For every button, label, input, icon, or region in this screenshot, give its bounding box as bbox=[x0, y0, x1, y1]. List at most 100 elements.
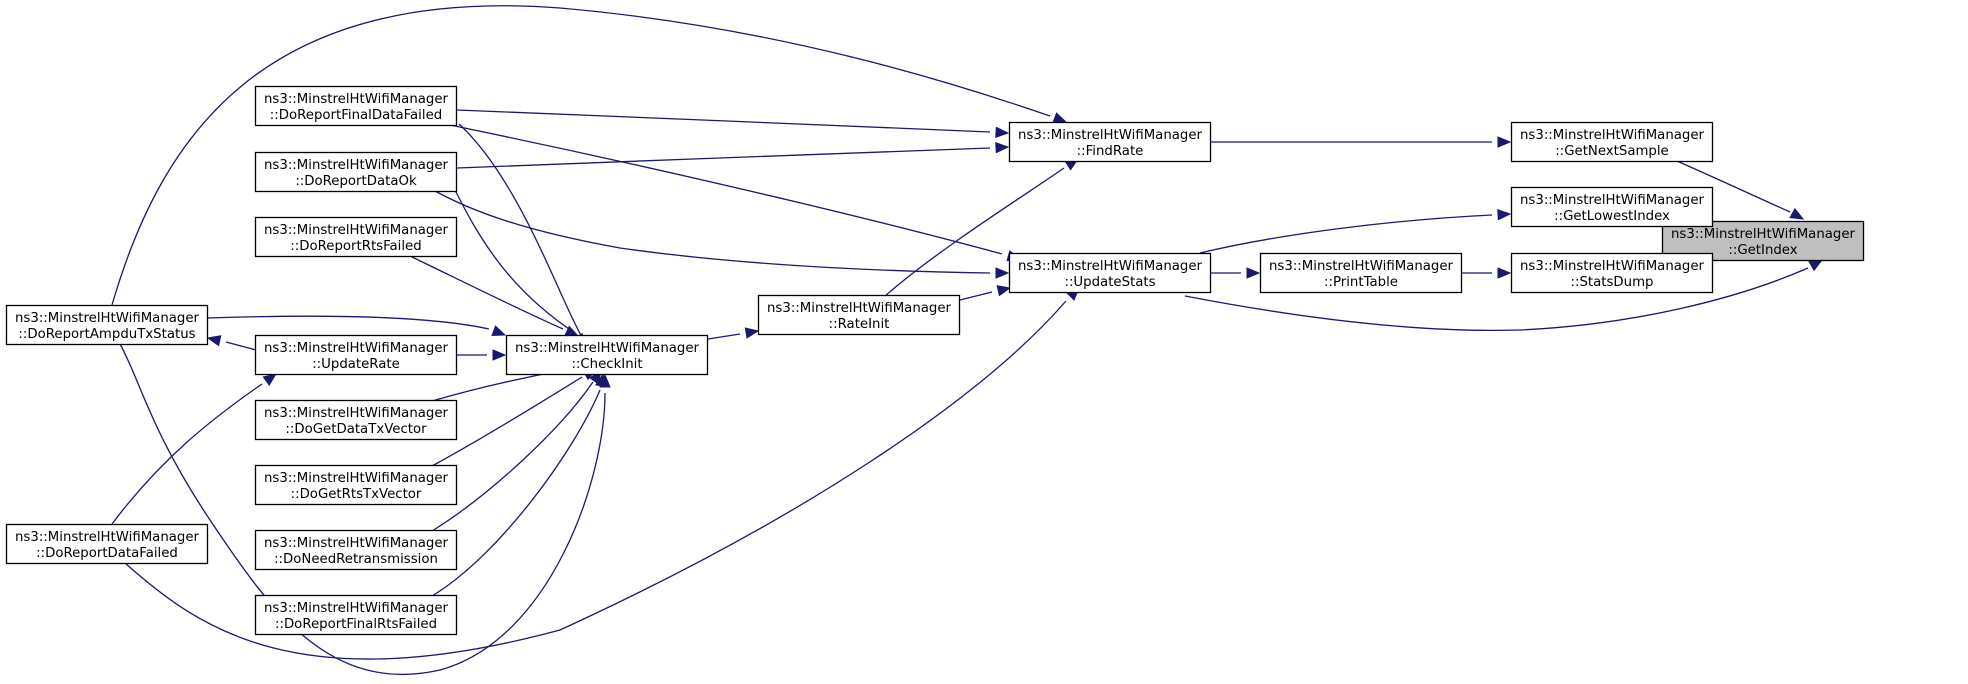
edge-line bbox=[207, 315, 490, 330]
node-namespace-label: ns3::MinstrelHtWifiManager bbox=[767, 301, 952, 316]
edge-line bbox=[409, 255, 564, 330]
node-box bbox=[254, 594, 458, 636]
node-namespace-label: ns3::MinstrelHtWifiManager bbox=[1520, 193, 1705, 208]
node-getnextsample[interactable]: ns3::MinstrelHtWifiManager::GetNextSampl… bbox=[1510, 121, 1714, 163]
node-namespace-label: ns3::MinstrelHtWifiManager bbox=[264, 341, 449, 356]
node-dogetrtstxvector[interactable]: ns3::MinstrelHtWifiManager::DoGetRtsTxVe… bbox=[254, 464, 458, 506]
node-box bbox=[254, 464, 458, 506]
node-namespace-label: ns3::MinstrelHtWifiManager bbox=[1018, 259, 1203, 274]
edge-arrowhead bbox=[262, 373, 278, 386]
node-doreportfinalrtsfailed[interactable]: ns3::MinstrelHtWifiManager::DoReportFina… bbox=[254, 594, 458, 636]
node-statsdump[interactable]: ns3::MinstrelHtWifiManager::StatsDump bbox=[1510, 252, 1714, 294]
node-namespace-label: ns3::MinstrelHtWifiManager bbox=[264, 406, 449, 421]
node-dogetdatatxvector[interactable]: ns3::MinstrelHtWifiManager::DoGetDataTxV… bbox=[254, 399, 458, 441]
node-namespace-label: ns3::MinstrelHtWifiManager bbox=[1671, 227, 1856, 242]
node-box bbox=[757, 294, 961, 336]
edge-rateinit-to-updatestats bbox=[959, 285, 1012, 301]
edge-line bbox=[707, 333, 741, 340]
edge-doreportdataok-to-findrate bbox=[456, 141, 1010, 169]
node-method-label: ::StatsDump bbox=[1571, 275, 1654, 290]
edge-line bbox=[454, 189, 576, 334]
node-box bbox=[254, 334, 458, 376]
edge-line bbox=[124, 300, 1067, 660]
node-box bbox=[1510, 252, 1714, 294]
edge-arrowhead bbox=[1808, 259, 1824, 272]
node-findrate[interactable]: ns3::MinstrelHtWifiManager::FindRate bbox=[1008, 121, 1212, 163]
edge-doreportdatafailed-to-updaterate bbox=[111, 373, 278, 525]
node-doreportampdutxstatus[interactable]: ns3::MinstrelHtWifiManager::DoReportAmpd… bbox=[5, 304, 209, 346]
edge-line bbox=[225, 341, 257, 351]
edge-arrowhead bbox=[1497, 208, 1512, 221]
node-getlowestindex[interactable]: ns3::MinstrelHtWifiManager::GetLowestInd… bbox=[1510, 186, 1714, 228]
edge-line bbox=[884, 167, 1065, 297]
node-getindex[interactable]: ns3::MinstrelHtWifiManager::GetIndex bbox=[1661, 220, 1865, 262]
node-box bbox=[1008, 121, 1212, 163]
node-namespace-label: ns3::MinstrelHtWifiManager bbox=[1520, 259, 1705, 274]
node-namespace-label: ns3::MinstrelHtWifiManager bbox=[1018, 128, 1203, 143]
edge-doreportdataok-to-updatestats bbox=[434, 190, 1010, 279]
node-method-label: ::DoNeedRetransmission bbox=[274, 552, 438, 567]
node-method-label: ::UpdateRate bbox=[312, 357, 400, 372]
edge-doreportfinalrtsfailed-to-checkinit bbox=[431, 372, 607, 597]
edge-arrowhead bbox=[995, 126, 1010, 139]
node-box bbox=[254, 151, 458, 193]
node-doneedretransmission[interactable]: ns3::MinstrelHtWifiManager::DoNeedRetran… bbox=[254, 529, 458, 571]
node-method-label: ::FindRate bbox=[1077, 144, 1144, 159]
edge-line bbox=[431, 389, 601, 597]
graph-nodes: ns3::MinstrelHtWifiManager::GetIndexns3:… bbox=[5, 85, 1865, 636]
node-rateinit[interactable]: ns3::MinstrelHtWifiManager::RateInit bbox=[757, 294, 961, 336]
node-box bbox=[505, 334, 709, 376]
edge-line bbox=[456, 109, 991, 133]
edge-arrowhead bbox=[995, 141, 1010, 154]
edge-line bbox=[431, 381, 594, 532]
edge-doneedretransmission-to-checkinit bbox=[431, 369, 602, 532]
node-method-label: ::PrintTable bbox=[1324, 275, 1398, 290]
node-namespace-label: ns3::MinstrelHtWifiManager bbox=[264, 223, 449, 238]
edge-line bbox=[449, 124, 1003, 255]
node-box bbox=[1008, 252, 1212, 294]
edge-line bbox=[111, 383, 263, 525]
edge-doreportdatafailed-to-checkinit bbox=[119, 343, 611, 676]
edge-arrowhead bbox=[491, 325, 507, 336]
node-method-label: ::GetLowestIndex bbox=[1554, 209, 1670, 224]
node-method-label: ::DoGetRtsTxVector bbox=[291, 487, 422, 502]
node-box bbox=[254, 85, 458, 127]
edge-line bbox=[1184, 267, 1809, 332]
edge-line bbox=[434, 190, 991, 274]
node-doreportdatafailed[interactable]: ns3::MinstrelHtWifiManager::DoReportData… bbox=[5, 523, 209, 565]
edge-line bbox=[456, 147, 991, 169]
node-box bbox=[5, 523, 209, 565]
node-method-label: ::DoReportFinalRtsFailed bbox=[275, 617, 437, 632]
node-method-label: ::DoReportDataOk bbox=[295, 174, 417, 189]
edge-arrowhead bbox=[1497, 136, 1512, 148]
node-namespace-label: ns3::MinstrelHtWifiManager bbox=[1520, 128, 1705, 143]
node-printtable[interactable]: ns3::MinstrelHtWifiManager::PrintTable bbox=[1259, 252, 1463, 294]
node-method-label: ::DoGetDataTxVector bbox=[285, 422, 427, 437]
node-checkinit[interactable]: ns3::MinstrelHtWifiManager::CheckInit bbox=[505, 334, 709, 376]
edge-arrowhead bbox=[1497, 267, 1512, 279]
edge-line bbox=[119, 343, 606, 676]
node-updatestats[interactable]: ns3::MinstrelHtWifiManager::UpdateStats bbox=[1008, 252, 1212, 294]
node-updaterate[interactable]: ns3::MinstrelHtWifiManager::UpdateRate bbox=[254, 334, 458, 376]
node-doreportrtsfailed[interactable]: ns3::MinstrelHtWifiManager::DoReportRtsF… bbox=[254, 216, 458, 258]
node-method-label: ::DoReportRtsFailed bbox=[290, 239, 421, 254]
edge-doreportfinaldatafailed-to-updatestats bbox=[449, 124, 1022, 262]
edge-checkinit-to-rateinit bbox=[707, 327, 760, 340]
node-namespace-label: ns3::MinstrelHtWifiManager bbox=[1269, 259, 1454, 274]
node-method-label: ::RateInit bbox=[829, 317, 890, 332]
edge-doreportfinaldatafailed-to-checkinit bbox=[458, 123, 589, 355]
edge-arrowhead bbox=[996, 285, 1012, 297]
node-doreportdataok[interactable]: ns3::MinstrelHtWifiManager::DoReportData… bbox=[254, 151, 458, 193]
node-method-label: ::CheckInit bbox=[571, 357, 642, 372]
edge-arrowhead bbox=[206, 335, 222, 347]
node-namespace-label: ns3::MinstrelHtWifiManager bbox=[264, 158, 449, 173]
node-box bbox=[1510, 121, 1714, 163]
node-box bbox=[5, 304, 209, 346]
node-method-label: ::DoReportAmpduTxStatus bbox=[18, 327, 195, 342]
node-doreportfinaldatafailed[interactable]: ns3::MinstrelHtWifiManager::DoReportFina… bbox=[254, 85, 458, 127]
edge-arrowhead bbox=[1246, 267, 1261, 279]
edge-printtable-to-statsdump bbox=[1462, 267, 1512, 279]
node-method-label: ::GetNextSample bbox=[1555, 144, 1669, 159]
edge-doreportampdutxstatus-to-checkinit bbox=[207, 315, 507, 336]
